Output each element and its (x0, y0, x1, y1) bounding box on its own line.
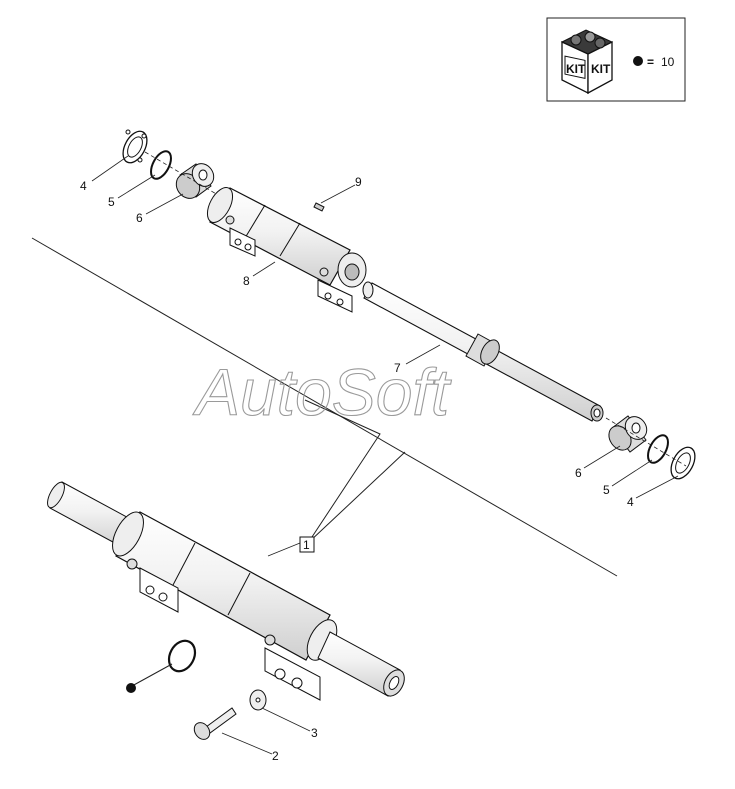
bushing-upper (175, 163, 215, 199)
oring-upper (150, 150, 172, 180)
assembly-ref-box: 1 (299, 536, 315, 553)
cylinder-body (206, 187, 367, 313)
kit-oring-dot-icon (126, 683, 136, 693)
kit-legend: KIT KIT = 10 (546, 17, 686, 102)
kit-box-icon: KIT KIT (560, 29, 614, 95)
callout-rod: 7 (394, 361, 401, 375)
watermark-text: AutoSoft (192, 355, 452, 429)
kit-label-right: KIT (591, 62, 611, 76)
section-lines (31, 237, 618, 577)
callout-oring-upper: 5 (108, 195, 115, 209)
washer (249, 689, 267, 711)
callout-washer: 3 (311, 726, 318, 740)
oring-lower (647, 434, 669, 464)
kit-ref-number: 10 (661, 55, 675, 69)
piston-rod (362, 281, 604, 422)
bushing-lower (608, 415, 648, 453)
callout-retainer-upper: 4 (80, 179, 87, 193)
kit-label-left: KIT (566, 62, 586, 76)
bolt (193, 707, 237, 740)
callout-fitting: 9 (355, 175, 362, 189)
callout-bushing-lower: 6 (575, 466, 582, 480)
retainer-lower (670, 446, 696, 480)
retainer-upper (122, 129, 148, 164)
grease-fitting (313, 202, 325, 212)
callout-bushing-upper: 6 (136, 211, 143, 225)
assembled-cylinder (47, 481, 405, 701)
kit-oring (167, 639, 197, 673)
assembly-ref-number: 1 (303, 538, 310, 552)
callout-retainer-lower: 4 (627, 495, 634, 509)
leader-lines (91, 155, 679, 755)
kit-dot-icon (633, 56, 643, 66)
callout-bolt: 2 (272, 749, 279, 763)
callout-oring-lower: 5 (603, 483, 610, 497)
kit-equals: = (647, 55, 654, 69)
callout-body: 8 (243, 274, 250, 288)
